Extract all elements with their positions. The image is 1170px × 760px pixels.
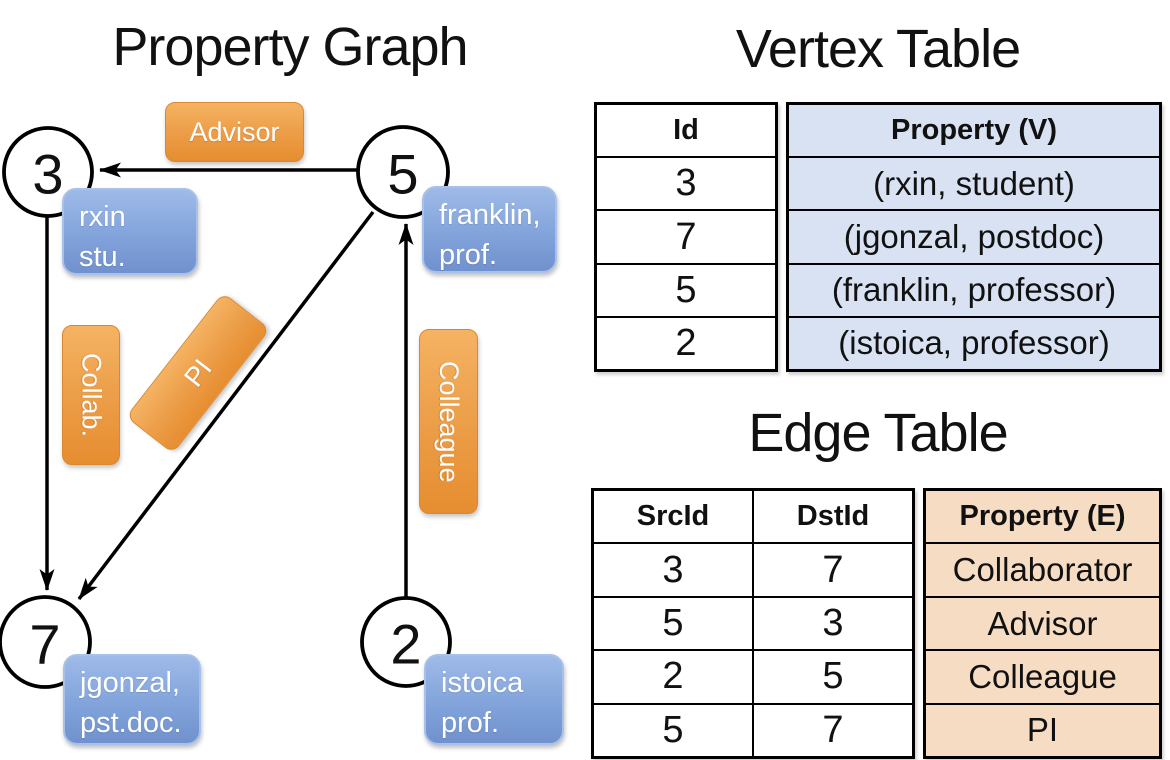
edge-table-src-cell: 5 bbox=[594, 702, 752, 756]
edge-table-dst-column: DstId 7 3 5 7 bbox=[752, 491, 912, 756]
edge-table-dst-header: DstId bbox=[796, 500, 870, 533]
vertex-property-line: prof. bbox=[441, 707, 500, 740]
vertex-table-property-column: Property (V) (rxin, student) (jgonzal, p… bbox=[786, 102, 1162, 372]
vertex-table-property-cell: (jgonzal, postdoc) bbox=[789, 209, 1159, 262]
vertex-label-3: 3 bbox=[32, 143, 63, 206]
edge-table-property-cell: PI bbox=[926, 702, 1159, 756]
edge-table-dst-cell: 7 bbox=[754, 702, 912, 756]
vertex-table-property-cell: (istoica, professor) bbox=[789, 315, 1159, 369]
vertex-property-line: franklin, bbox=[439, 199, 541, 231]
edge-table-src-dst-columns: SrcId 3 5 2 5 DstId 7 3 5 7 bbox=[591, 488, 915, 759]
edge-table: SrcId 3 5 2 5 DstId 7 3 5 7 Property (E)… bbox=[591, 488, 1162, 759]
graph-title: Property Graph bbox=[112, 17, 468, 77]
edge-label-colleague: Colleague bbox=[419, 329, 478, 514]
vertex-table-property-cell: (franklin, professor) bbox=[789, 262, 1159, 316]
edge-table-title: Edge Table bbox=[748, 403, 1008, 463]
edge-table-property-cell: Advisor bbox=[926, 595, 1159, 649]
vertex-table: Id 3 7 5 2 Property (V) (rxin, student) … bbox=[594, 102, 1162, 372]
vertex-property-box-istoica: istoica prof. bbox=[424, 654, 564, 745]
vertex-table-id-column: Id 3 7 5 2 bbox=[594, 102, 778, 372]
vertex-table-id-cell: 2 bbox=[597, 315, 775, 369]
edge-table-src-header: SrcId bbox=[636, 500, 710, 533]
vertex-table-title: Vertex Table bbox=[735, 19, 1021, 79]
vertex-table-property-header: Property (V) bbox=[891, 114, 1057, 147]
graph-canvas: 3 5 7 2 bbox=[0, 125, 452, 689]
vertex-property-line: rxin bbox=[79, 201, 126, 233]
vertex-table-id-cell: 3 bbox=[597, 156, 775, 209]
edge-label-collab: Collab. bbox=[62, 325, 120, 465]
vertex-label-7: 7 bbox=[29, 613, 60, 676]
vertex-table-id-cell: 5 bbox=[597, 262, 775, 316]
vertex-table-id-cell: 7 bbox=[597, 209, 775, 262]
edge-table-dst-cell: 7 bbox=[754, 542, 912, 595]
edge-table-src-cell: 2 bbox=[594, 649, 752, 702]
vertex-label-2: 2 bbox=[390, 613, 421, 676]
vertex-property-box-jgonzal: jgonzal, pst.doc. bbox=[63, 654, 201, 745]
edge-table-dst-cell: 5 bbox=[754, 649, 912, 702]
edge-label-advisor: Advisor bbox=[165, 102, 304, 162]
vertex-property-line: prof. bbox=[439, 239, 498, 272]
vertex-property-line: stu. bbox=[79, 241, 126, 274]
vertex-property-line: istoica bbox=[441, 667, 524, 699]
edge-table-src-cell: 5 bbox=[594, 595, 752, 649]
vertex-property-line: pst.doc. bbox=[80, 707, 182, 740]
edge-table-property-header: Property (E) bbox=[959, 500, 1126, 533]
edge-table-property-cell: Colleague bbox=[926, 649, 1159, 702]
edge-table-dst-cell: 3 bbox=[754, 595, 912, 649]
vertex-property-box-franklin: franklin, prof. bbox=[422, 186, 557, 273]
vertex-table-property-cell: (rxin, student) bbox=[789, 156, 1159, 209]
edge-table-property-column: Property (E) Collaborator Advisor Collea… bbox=[923, 488, 1162, 759]
vertex-property-line: jgonzal, bbox=[80, 667, 180, 699]
edge-table-src-cell: 3 bbox=[594, 542, 752, 595]
edge-table-property-cell: Collaborator bbox=[926, 542, 1159, 595]
edge-table-src-column: SrcId 3 5 2 5 bbox=[594, 491, 752, 756]
vertex-label-5: 5 bbox=[387, 143, 418, 206]
vertex-property-box-rxin: rxin stu. bbox=[62, 188, 198, 275]
vertex-table-id-header: Id bbox=[673, 114, 699, 147]
edge-pi-5-to-7 bbox=[77, 210, 375, 601]
